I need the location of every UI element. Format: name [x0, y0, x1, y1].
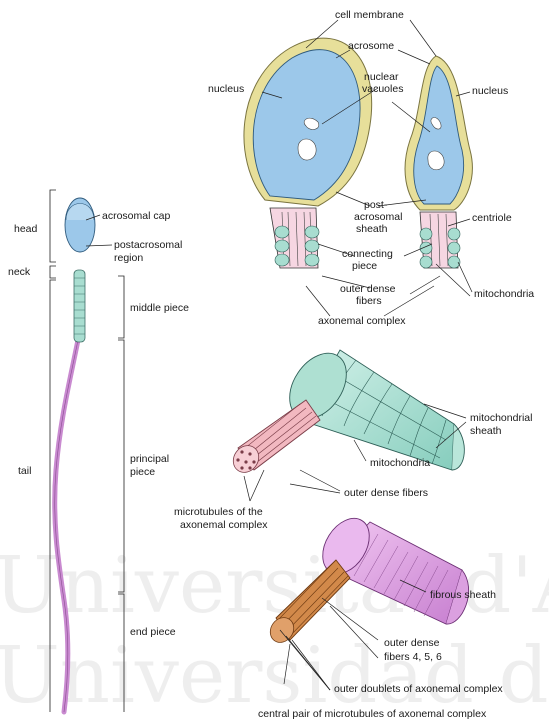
head-section-right: [405, 56, 472, 268]
label-axonemal-complex: axonemal complex: [318, 315, 406, 327]
label-outer-dense-fibers-top-2: fibers: [356, 295, 382, 307]
label-connecting-piece-2: piece: [352, 260, 377, 272]
label-principal-piece-1: principal: [130, 453, 169, 465]
label-post-acrosomal-2: acrosomal: [354, 211, 402, 223]
label-outer-dense-fibers-top-1: outer dense: [340, 283, 396, 295]
label-post-acrosomal-3: sheath: [356, 223, 388, 235]
label-centriole: centriole: [472, 212, 512, 224]
label-mitochondria-top: mitochondria: [474, 288, 534, 300]
label-acrosome: acrosome: [348, 40, 394, 52]
label-central-pair: central pair of microtubules of axonemal…: [258, 708, 487, 720]
label-tail: tail: [18, 465, 31, 477]
label-outer-dense-456-2: fibers 4, 5, 6: [384, 651, 442, 663]
label-microtubules-2: axonemal complex: [180, 519, 268, 531]
label-microtubules-1: microtubules of the: [174, 506, 263, 518]
label-end-piece: end piece: [130, 626, 176, 638]
label-nuclear-vacuoles-1: nuclear: [364, 71, 399, 83]
label-postacrosomal-1: postacrosomal: [114, 239, 182, 251]
label-mitochondrial-sheath-1: mitochondrial: [470, 412, 532, 424]
sperm-midpiece: [74, 270, 85, 342]
label-mitochondria-mid: mitochondria: [370, 457, 430, 469]
label-cell-membrane: cell membrane: [335, 9, 404, 21]
label-middle-piece: middle piece: [130, 302, 189, 314]
label-nucleus-left: nucleus: [208, 83, 244, 95]
label-fibrous-sheath: fibrous sheath: [430, 589, 496, 601]
label-nucleus-right: nucleus: [472, 85, 508, 97]
label-outer-dense-fibers-mid: outer dense fibers: [344, 487, 428, 499]
label-post-acrosomal-1: post-: [364, 199, 388, 211]
label-nuclear-vacuoles-2: vacuoles: [362, 83, 403, 95]
label-principal-piece-2: piece: [130, 466, 155, 478]
label-mitochondrial-sheath-2: sheath: [470, 425, 502, 437]
vacuole-2: [298, 139, 316, 160]
label-outer-doublets: outer doublets of axonemal complex: [334, 683, 503, 695]
label-connecting-piece-1: connecting: [342, 248, 393, 260]
label-acrosomal-cap: acrosomal cap: [102, 210, 170, 222]
label-neck: neck: [8, 266, 31, 278]
dense-fibers-bundle: [228, 400, 320, 477]
label-outer-dense-456-1: outer dense: [384, 637, 440, 649]
head-section-left: [244, 38, 372, 268]
label-head: head: [14, 223, 38, 235]
label-postacrosomal-2: region: [114, 252, 143, 264]
